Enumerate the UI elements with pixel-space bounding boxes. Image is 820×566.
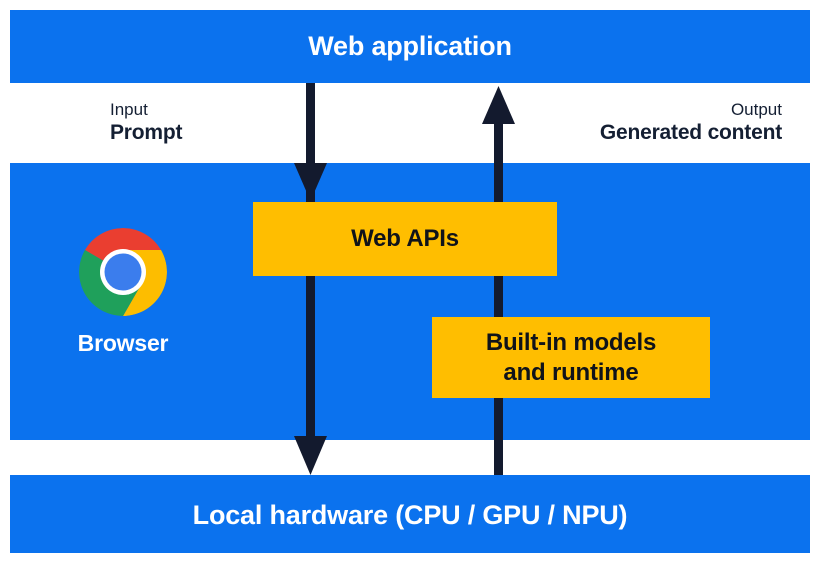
component-box-web-apis-label-top: Web APIs [351, 225, 459, 252]
band-browser-label: Browser [77, 330, 169, 356]
annotation-output-value: Generated content [599, 121, 782, 145]
annotation-input-value: Prompt [110, 121, 183, 145]
annotation-input: Input Prompt [110, 99, 183, 146]
band-local-hardware-label: Local hardware (CPU / GPU / NPU) [192, 500, 628, 530]
band-local-hardware: Local hardware (CPU / GPU / NPU) [10, 475, 810, 553]
chrome-logo-icon [79, 228, 167, 316]
annotation-output-kind: Output [730, 100, 782, 119]
component-box-web-apis-top[interactable]: Web APIs [253, 202, 557, 276]
band-web-application-label: Web application [308, 31, 512, 61]
browser-group: Browser [53, 228, 193, 357]
component-box-builtin-models-top[interactable]: Built-in models and runtime [432, 317, 710, 398]
band-web-application: Web application [10, 10, 810, 83]
component-box-builtin-models-label-top: Built-in models and runtime [485, 328, 657, 386]
annotation-output: Output Generated content [600, 99, 782, 146]
annotation-input-kind: Input [110, 100, 148, 119]
